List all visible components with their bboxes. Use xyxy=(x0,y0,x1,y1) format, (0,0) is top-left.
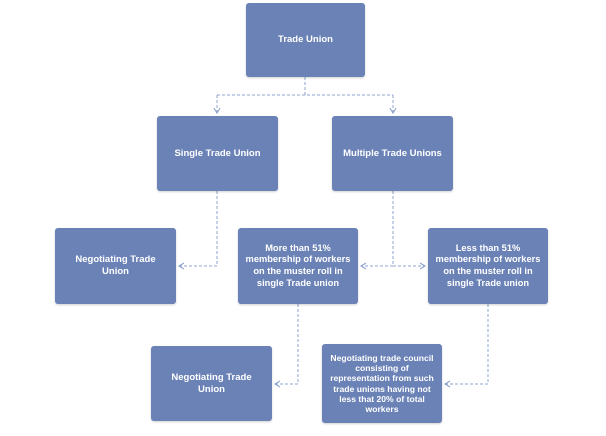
negotiating-trade-union-box-left: Negotiating Trade Union xyxy=(55,228,176,304)
trade-union-label: Trade Union xyxy=(278,34,333,46)
more-than-51-label: More than 51% membership of workers on t… xyxy=(245,242,351,288)
negotiating-trade-council-box: Negotiating trade council consisting of … xyxy=(322,344,442,423)
single-trade-union-label: Single Trade Union xyxy=(174,147,261,159)
more-than-51-box: More than 51% membership of workers on t… xyxy=(238,228,358,304)
connector-more-to-negotiating xyxy=(273,304,299,388)
negotiating-trade-council-label: Negotiating trade council consisting of … xyxy=(330,352,434,415)
less-than-51-label: Less than 51% membership of workers on t… xyxy=(435,242,541,288)
multiple-trade-unions-label: Multiple Trade Unions xyxy=(343,147,442,159)
single-trade-union-box: Single Trade Union xyxy=(157,116,278,191)
connector-less-to-council xyxy=(443,304,489,388)
less-than-51-box: Less than 51% membership of workers on t… xyxy=(428,228,548,304)
trade-union-box: Trade Union xyxy=(246,3,365,77)
negotiating-trade-union-label-bottom: Negotiating Trade Union xyxy=(171,371,252,395)
connector-single-to-negotiating xyxy=(177,191,218,270)
multiple-trade-unions-box: Multiple Trade Unions xyxy=(332,116,453,191)
negotiating-trade-union-label-left: Negotiating Trade Union xyxy=(75,254,156,277)
negotiating-trade-union-box-bottom: Negotiating Trade Union xyxy=(151,346,272,421)
